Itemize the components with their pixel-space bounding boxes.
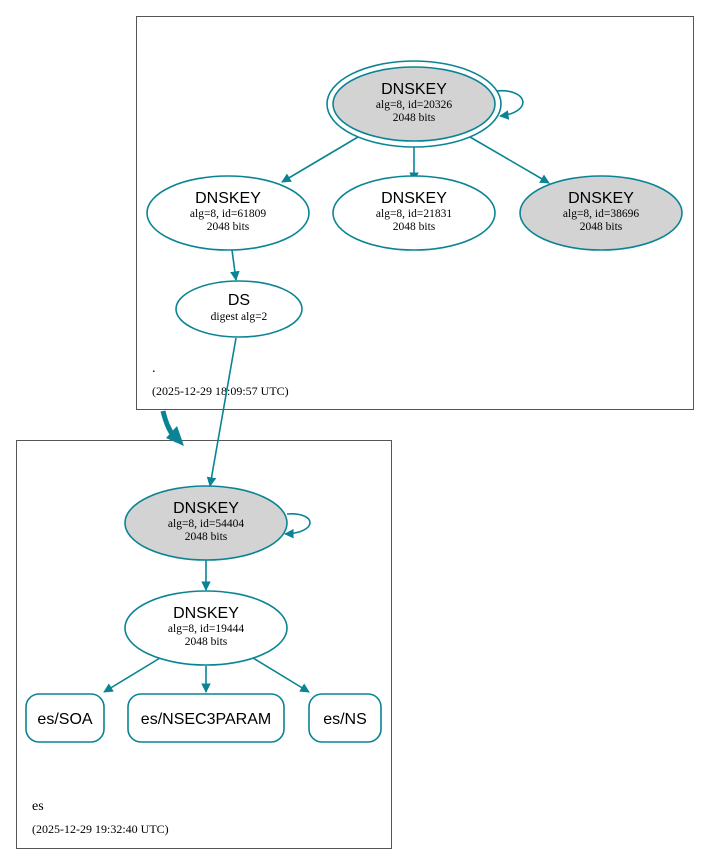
node-title: DNSKEY	[173, 500, 239, 517]
zone-name-es: es	[32, 799, 44, 814]
edge-20326-to-38696	[469, 136, 550, 184]
node-title: DNSKEY	[381, 81, 447, 98]
node-detail: alg=8, id=19444	[168, 623, 244, 635]
edges	[103, 90, 550, 693]
node-size: 2048 bits	[207, 221, 250, 233]
dnskey-node-21831[interactable]: DNSKEY alg=8, id=21831 2048 bits	[332, 175, 496, 251]
node-size: 2048 bits	[580, 221, 623, 233]
rrset-node-ns[interactable]: es/NS	[308, 693, 382, 743]
zone-timestamp-es: (2025-12-29 19:32:40 UTC)	[32, 822, 169, 836]
rrset-node-soa[interactable]: es/SOA	[25, 693, 105, 743]
edge-ds-to-54404	[206, 337, 237, 487]
node-detail: alg=8, id=21831	[376, 208, 452, 220]
node-title: DNSKEY	[381, 190, 447, 207]
rrset-node-nsec3param[interactable]: es/NSEC3PARAM	[127, 693, 285, 743]
rrset-label: es/NSEC3PARAM	[141, 711, 271, 728]
node-title: DNSKEY	[568, 190, 634, 207]
edge-61809-to-ds	[230, 249, 240, 281]
node-size: 2048 bits	[393, 112, 436, 124]
dnskey-node-54404[interactable]: DNSKEY alg=8, id=54404 2048 bits	[124, 485, 288, 561]
node-title: DNSKEY	[173, 605, 239, 622]
node-detail: alg=8, id=54404	[168, 518, 244, 530]
rrset-label: es/SOA	[37, 711, 92, 728]
node-detail: alg=8, id=20326	[376, 99, 452, 111]
self-sign-edge-54404	[284, 513, 311, 539]
delegation-arrow	[160, 410, 184, 446]
dnskey-node-61809[interactable]: DNSKEY alg=8, id=61809 2048 bits	[146, 175, 310, 251]
zone-name-root: .	[152, 361, 156, 376]
zone-timestamp-root: (2025-12-29 18:09:57 UTC)	[152, 384, 289, 398]
node-size: 2048 bits	[185, 531, 228, 543]
self-sign-edge-20326	[495, 90, 524, 120]
edge-20326-to-61809	[281, 136, 359, 183]
edge-19444-to-ns	[252, 657, 310, 693]
dnskey-node-19444[interactable]: DNSKEY alg=8, id=19444 2048 bits	[124, 590, 288, 666]
node-title: DS	[228, 292, 250, 309]
node-title: DNSKEY	[195, 190, 261, 207]
node-size: 2048 bits	[393, 221, 436, 233]
node-detail: alg=8, id=38696	[563, 208, 639, 220]
node-detail: digest alg=2	[211, 311, 268, 323]
rrset-label: es/NS	[323, 711, 367, 728]
dnskey-node-20326[interactable]: DNSKEY alg=8, id=20326 2048 bits	[326, 60, 502, 148]
node-detail: alg=8, id=61809	[190, 208, 266, 220]
ds-node[interactable]: DS digest alg=2	[175, 280, 303, 338]
dnskey-node-38696[interactable]: DNSKEY alg=8, id=38696 2048 bits	[519, 175, 683, 251]
node-size: 2048 bits	[185, 636, 228, 648]
edge-19444-to-soa	[103, 657, 161, 693]
